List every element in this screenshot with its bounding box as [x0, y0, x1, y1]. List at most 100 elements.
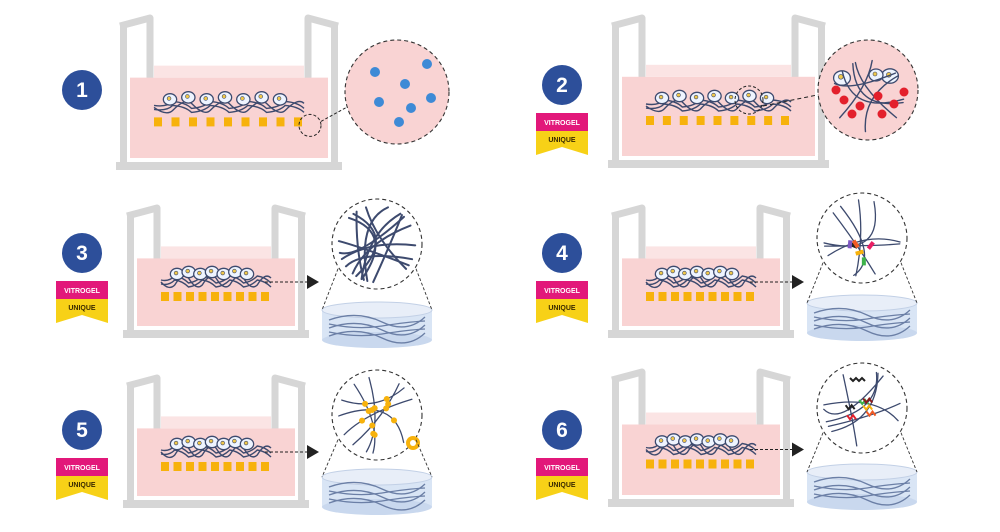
well-base	[123, 500, 309, 508]
well-wall-right	[783, 216, 790, 332]
membrane-pore	[696, 292, 704, 301]
membrane-pore	[186, 292, 194, 301]
step-number: 3	[76, 242, 88, 265]
membrane-pore	[261, 292, 269, 301]
well-base	[608, 160, 829, 168]
dish-fiber	[328, 322, 426, 336]
step-number: 2	[556, 74, 568, 97]
red-dot	[847, 109, 857, 119]
network-fiber	[372, 214, 403, 284]
network-fiber	[338, 409, 405, 444]
step-badge	[542, 410, 582, 450]
molecule-mark	[862, 396, 874, 405]
ribbon-label-top: VITROGEL	[64, 288, 101, 295]
cell-nucleus	[197, 270, 202, 276]
network-fiber	[363, 206, 389, 283]
cell-nucleus	[717, 436, 722, 441]
membrane-pore	[211, 292, 219, 301]
dish-bottom	[322, 499, 432, 515]
insert-medium	[646, 64, 791, 77]
membrane-pore	[198, 462, 207, 471]
hydrogel-fiber	[645, 279, 757, 288]
ligand-mark	[847, 240, 853, 249]
dish-fiber	[328, 481, 426, 495]
step-badge	[62, 410, 102, 450]
step-number: 1	[76, 79, 88, 102]
membrane-pore	[161, 292, 169, 301]
membrane-pore	[259, 117, 267, 127]
dish-fiber	[813, 476, 911, 490]
cell-nucleus	[232, 268, 237, 274]
insert-medium	[646, 412, 756, 425]
molecule-mark	[844, 403, 856, 411]
well-wall-right	[783, 380, 790, 501]
well-base	[123, 330, 309, 338]
cell-nucleus	[208, 438, 214, 444]
step-badge	[62, 70, 102, 110]
ribbon-label-top: VITROGEL	[544, 288, 581, 295]
cell-nucleus	[670, 268, 675, 274]
well-base	[608, 330, 794, 338]
yellow-node	[391, 417, 398, 424]
membrane-pore	[646, 459, 654, 469]
membrane-pore	[173, 462, 182, 471]
yellow-node	[362, 400, 369, 407]
dish-fiber	[813, 323, 911, 337]
cell-nucleus	[676, 92, 681, 98]
ligand-mark	[851, 239, 860, 249]
membrane-pore	[721, 459, 729, 469]
network-fiber	[854, 61, 898, 119]
ligand-mark	[861, 257, 866, 266]
dish-fiber	[813, 492, 911, 506]
step-number: 4	[556, 242, 568, 265]
membrane-pore	[671, 459, 679, 469]
hydrogel-fiber	[153, 100, 305, 114]
zoom-connector	[321, 268, 433, 311]
focus-line	[320, 105, 350, 122]
blue-dot	[400, 79, 410, 89]
membrane-pore	[236, 462, 244, 471]
membrane-pore	[294, 117, 302, 127]
cell-nucleus	[872, 71, 878, 77]
membrane-pore	[713, 116, 722, 125]
well-wall-left	[612, 26, 619, 162]
membrane-pore	[646, 116, 654, 125]
cell-nucleus	[243, 270, 249, 276]
blue-dot	[422, 59, 432, 69]
membrane-pore	[154, 117, 162, 127]
well-wall-right	[298, 216, 305, 332]
cell-nucleus	[232, 438, 237, 444]
zoom-circle	[331, 369, 423, 461]
yellow-node	[359, 417, 366, 424]
red-dot	[839, 95, 849, 105]
zoom-connector	[806, 262, 918, 304]
membrane-pore	[746, 292, 754, 301]
blue-dot	[426, 93, 436, 103]
hydrogel-fiber	[645, 446, 757, 456]
membrane-pore	[276, 117, 285, 127]
membrane-pore	[173, 292, 182, 301]
membrane-pore	[248, 462, 257, 471]
network-fiber	[827, 402, 901, 427]
cell-nucleus	[221, 94, 227, 99]
cell-nucleus	[717, 268, 722, 274]
membrane-pore	[189, 117, 197, 127]
dish-fiber	[328, 314, 426, 328]
membrane-pore	[764, 116, 773, 125]
cell-nucleus	[185, 268, 190, 274]
cell-nucleus	[670, 436, 675, 441]
membrane-pore	[223, 462, 232, 471]
membrane-pore	[696, 116, 705, 125]
ribbon-bottom-band	[536, 299, 588, 323]
membrane-pore	[658, 459, 667, 469]
zoom-connector	[806, 432, 918, 473]
membrane-pore	[671, 292, 679, 301]
membrane-pore	[211, 462, 219, 471]
ribbon-bottom-band	[536, 131, 588, 155]
focus-circle	[734, 85, 764, 115]
arrow-head	[307, 445, 319, 459]
network-fiber	[823, 375, 884, 415]
dish-bottom	[807, 325, 917, 341]
well-wall-right	[331, 26, 338, 164]
